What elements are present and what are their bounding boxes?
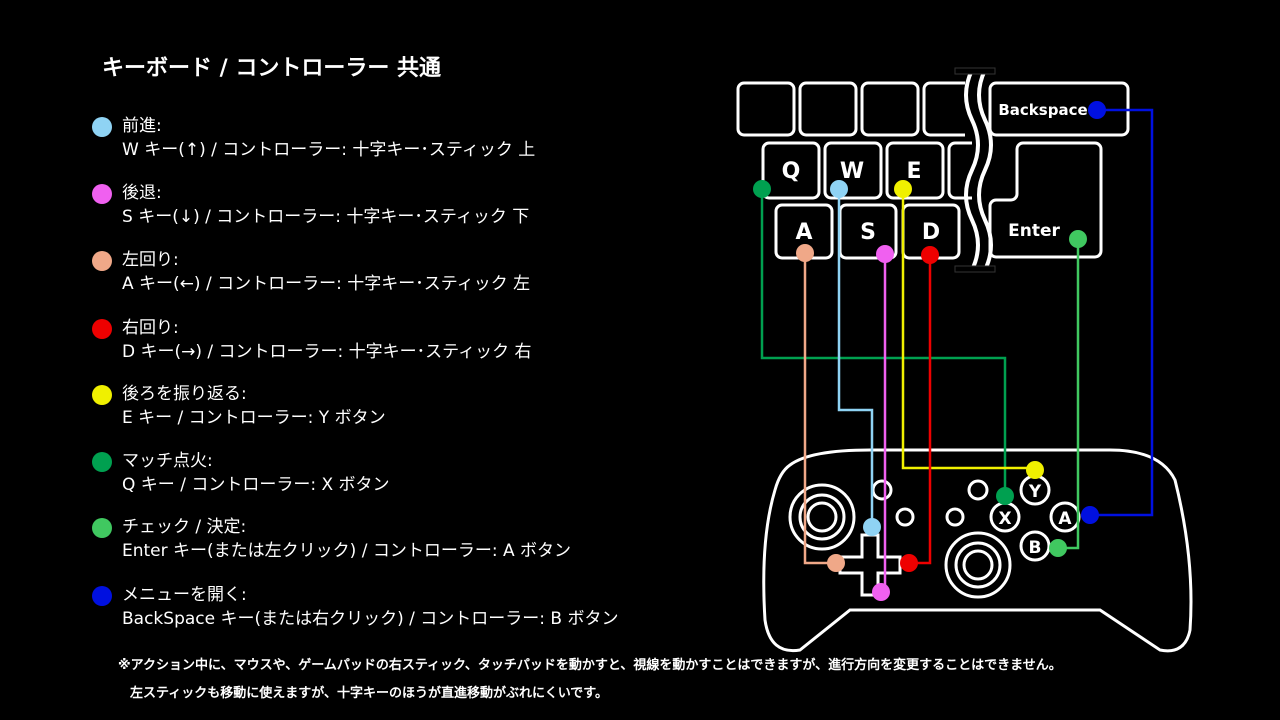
key-backspace-label: Backspace: [998, 101, 1087, 119]
controller: [762, 448, 1193, 653]
color-dot: [92, 319, 112, 339]
note-line-2: 左スティックも移動に使えますが、十字キーのほうが直進移動がぶれにくいです。: [130, 686, 609, 701]
button-y-label: Y: [1028, 482, 1042, 502]
legend-label: 左回り:: [122, 250, 179, 270]
legend-desc: S キー(↓) / コントローラー: 十字キー･スティック 下: [122, 207, 530, 227]
legend-desc: A キー(←) / コントローラー: 十字キー･スティック 左: [122, 274, 531, 294]
wire-e-y: [901, 189, 1035, 470]
legend-item-back: 後退: S キー(↓) / コントローラー: 十字キー･スティック 下: [92, 181, 529, 229]
legend-label: マッチ点火:: [122, 451, 213, 471]
wire-enter-a: [1058, 239, 1080, 550]
legend-label: 前進:: [122, 116, 162, 136]
legend-desc: BackSpace キー(または右クリック) / コントローラー: B ボタン: [122, 609, 619, 629]
legend-item-menu: メニューを開く: BackSpace キー(または右クリック) / コントローラー…: [92, 583, 618, 631]
note-line-1: ※アクション中に、マウスや、ゲームパッドの右スティック、タッチパッドを動かすと、…: [118, 658, 1062, 673]
wire-q-x: [760, 189, 1007, 496]
key-e-label: E: [906, 159, 921, 184]
wire-a-left: [803, 253, 836, 565]
legend-label: 右回り:: [122, 318, 179, 338]
legend-item-match: マッチ点火: Q キー / コントローラー: X ボタン: [92, 449, 390, 497]
key-s-label: S: [860, 220, 876, 245]
legend-label: 後ろを振り返る:: [122, 384, 247, 404]
key-w: [823, 141, 883, 200]
color-dot: [92, 452, 112, 472]
legend-item-confirm: チェック / 決定: Enter キー(または左クリック) / コントローラー: …: [92, 515, 571, 563]
color-dot: [92, 586, 112, 606]
color-dot: [92, 184, 112, 204]
legend-desc: W キー(↑) / コントローラー: 十字キー･スティック 上: [122, 140, 536, 160]
legend-item-right: 右回り: D キー(→) / コントローラー: 十字キー･スティック 右: [92, 316, 532, 364]
key-d-label: D: [922, 220, 940, 245]
legend-desc: Q キー / コントローラー: X ボタン: [122, 475, 390, 495]
key-q: [761, 141, 821, 200]
key-q-label: Q: [782, 159, 801, 184]
legend-item-forward: 前進: W キー(↑) / コントローラー: 十字キー･スティック 上: [92, 114, 535, 162]
color-dot: [92, 385, 112, 405]
wire-w-up: [837, 189, 874, 527]
wire-backspace-b: [1090, 108, 1154, 517]
key-e: [885, 141, 945, 200]
key-w-label: W: [840, 159, 864, 184]
legend-label: メニューを開く:: [122, 585, 247, 605]
legend-item-lookback: 後ろを振り返る: E キー / コントローラー: Y ボタン: [92, 382, 386, 430]
wire-s-down: [881, 254, 887, 594]
page-title: キーボード / コントローラー 共通: [102, 56, 442, 81]
legend-desc: Enter キー(または左クリック) / コントローラー: A ボタン: [122, 541, 571, 561]
button-x-label: X: [998, 509, 1011, 529]
button-a-label: A: [1058, 509, 1072, 529]
key-a-label: A: [795, 220, 812, 245]
button-b-label: B: [1029, 538, 1042, 558]
legend-item-left: 左回り: A キー(←) / コントローラー: 十字キー･スティック 左: [92, 248, 530, 296]
legend-label: 後退:: [122, 183, 162, 203]
legend-desc: D キー(→) / コントローラー: 十字キー･スティック 右: [122, 342, 532, 362]
legend-label: チェック / 決定:: [122, 517, 247, 537]
color-dot: [92, 251, 112, 271]
color-dot: [92, 518, 112, 538]
color-dot: [92, 117, 112, 137]
legend-desc: E キー / コントローラー: Y ボタン: [122, 408, 386, 428]
key-enter-label: Enter: [1008, 221, 1060, 241]
